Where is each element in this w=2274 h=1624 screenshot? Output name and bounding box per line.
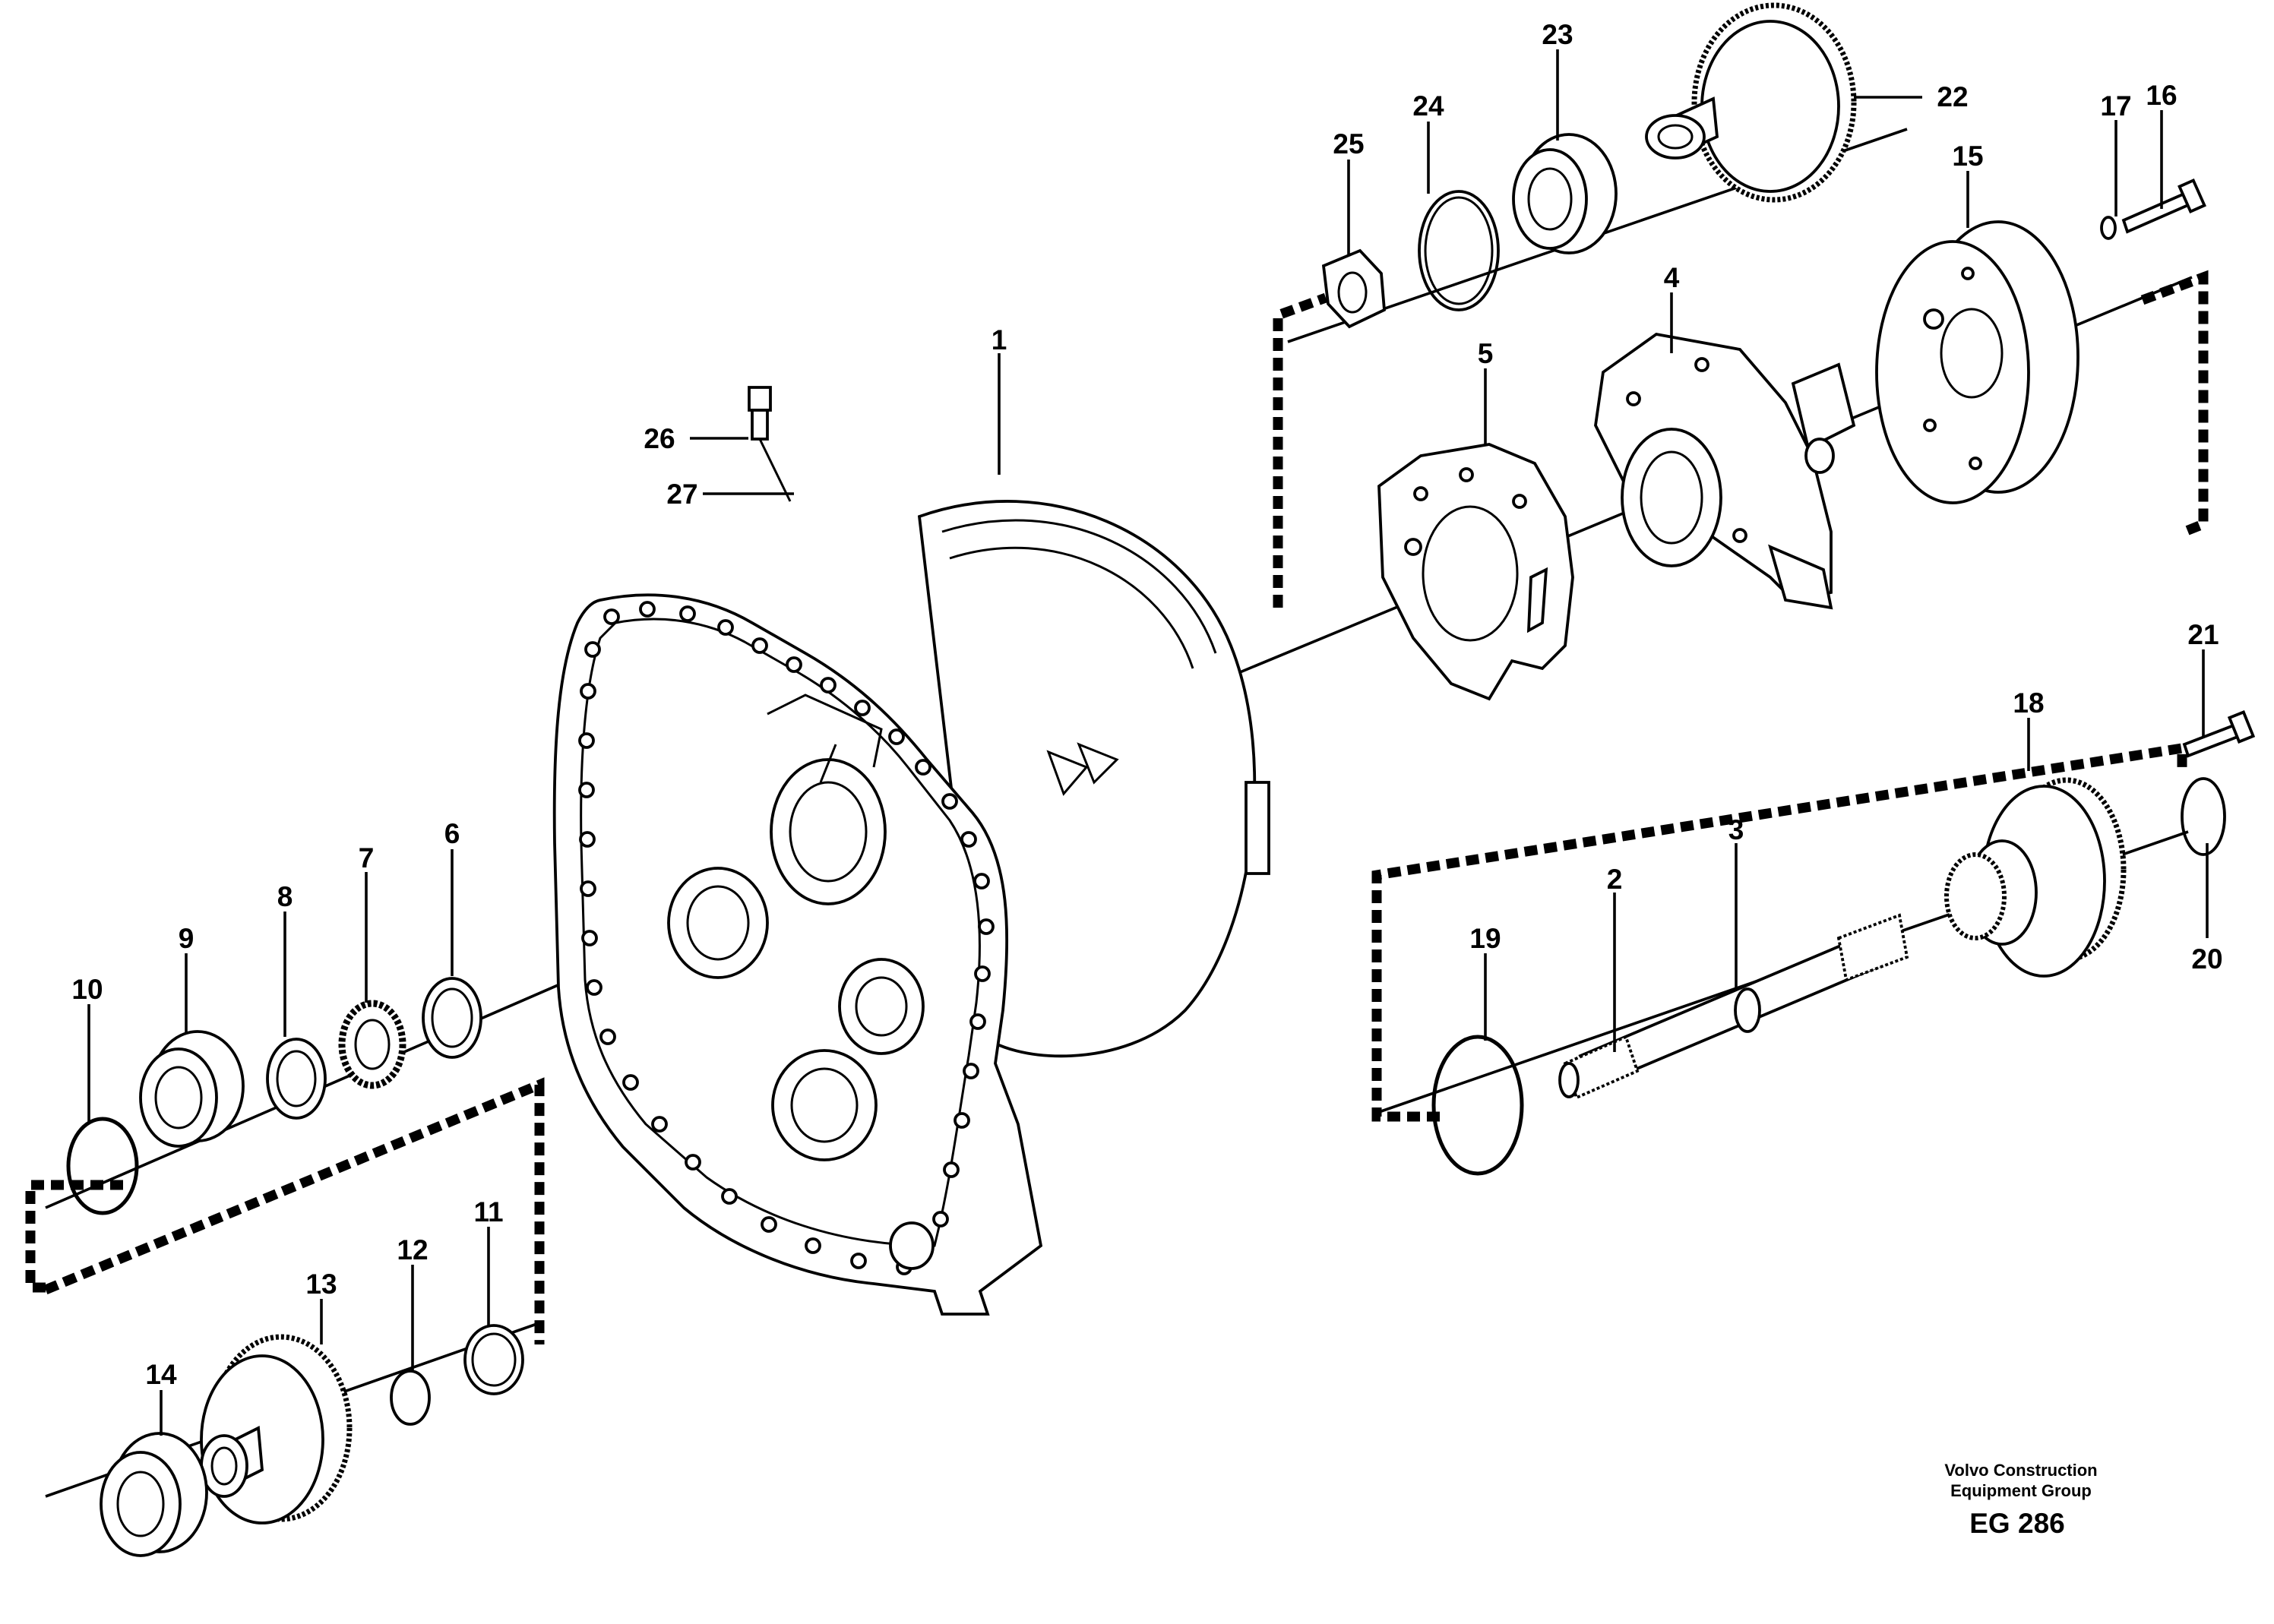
callout-7: 7 xyxy=(359,842,375,874)
callout-23: 23 xyxy=(1542,19,1573,50)
callout-22: 22 xyxy=(1937,81,1968,112)
housing-part-1 xyxy=(552,500,1270,1316)
pump-cover-part-15 xyxy=(1875,220,2079,504)
bolt-part-16 xyxy=(2100,178,2206,240)
callout-11: 11 xyxy=(473,1196,503,1227)
callout-6: 6 xyxy=(444,818,460,849)
callout-3: 3 xyxy=(1728,814,1744,845)
callout-4: 4 xyxy=(1664,262,1680,293)
flange-bolt-holes xyxy=(578,601,995,1275)
nut-part-25 xyxy=(1321,248,1387,329)
dashed-group-lines xyxy=(25,270,2209,1344)
gasket-part-5 xyxy=(1377,443,1574,701)
callout-8: 8 xyxy=(277,881,293,912)
callout-27: 27 xyxy=(666,479,697,510)
company-line-1: Volvo Construction xyxy=(1944,1461,2097,1480)
callout-20: 20 xyxy=(2191,943,2222,975)
gear-part-18 xyxy=(1944,777,2127,978)
callout-21: 21 xyxy=(2187,619,2219,650)
callout-17: 17 xyxy=(2100,90,2131,122)
callout-25: 25 xyxy=(1333,128,1364,160)
washer-part-6 xyxy=(422,977,482,1059)
shaft-part-3 xyxy=(1578,913,1909,1088)
washer-part-11 xyxy=(463,1324,524,1395)
callout-26: 26 xyxy=(644,423,675,454)
callout-labels: 1 2 3 4 5 6 7 8 9 10 11 12 13 14 15 16 1… xyxy=(71,19,2222,1390)
callout-18: 18 xyxy=(2013,687,2044,719)
company-line-2: Equipment Group xyxy=(1950,1481,2092,1500)
footer: Volvo Construction Equipment Group EG 28… xyxy=(1944,1461,2097,1539)
callout-12: 12 xyxy=(397,1234,428,1265)
callout-15: 15 xyxy=(1952,141,1983,172)
sensor-part-26 xyxy=(748,386,792,502)
callout-13: 13 xyxy=(305,1269,337,1300)
pump-part-4 xyxy=(1594,332,1856,610)
gear-part-22 xyxy=(1645,2,1857,203)
callout-19: 19 xyxy=(1469,923,1501,954)
figure-code: EG 286 xyxy=(1969,1508,2064,1539)
callout-5: 5 xyxy=(1478,338,1494,369)
gear-part-13 xyxy=(200,1334,353,1524)
bearing-part-23 xyxy=(1512,133,1618,254)
o-ring-part-19 xyxy=(1431,1035,1524,1176)
bearing-part-9 xyxy=(139,1030,245,1148)
bolt-part-21 xyxy=(2182,710,2256,758)
callout-9: 9 xyxy=(179,923,195,954)
circlip-part-24 xyxy=(1418,190,1500,311)
callout-16: 16 xyxy=(2146,80,2177,111)
callout-14: 14 xyxy=(145,1359,177,1390)
circlip-part-10 xyxy=(66,1117,139,1215)
bearing-part-14 xyxy=(100,1432,208,1557)
callout-2: 2 xyxy=(1607,864,1623,895)
callout-24: 24 xyxy=(1412,90,1444,122)
needle-bearing-part-7 xyxy=(338,1000,406,1089)
washer-part-8 xyxy=(266,1038,327,1120)
leader-lines xyxy=(87,49,2209,1436)
callout-10: 10 xyxy=(71,974,103,1005)
circlip-part-20 xyxy=(2181,777,2226,856)
callout-1: 1 xyxy=(992,324,1007,355)
circlip-part-12 xyxy=(390,1370,431,1426)
shaft-part-2 xyxy=(1558,1035,1640,1100)
